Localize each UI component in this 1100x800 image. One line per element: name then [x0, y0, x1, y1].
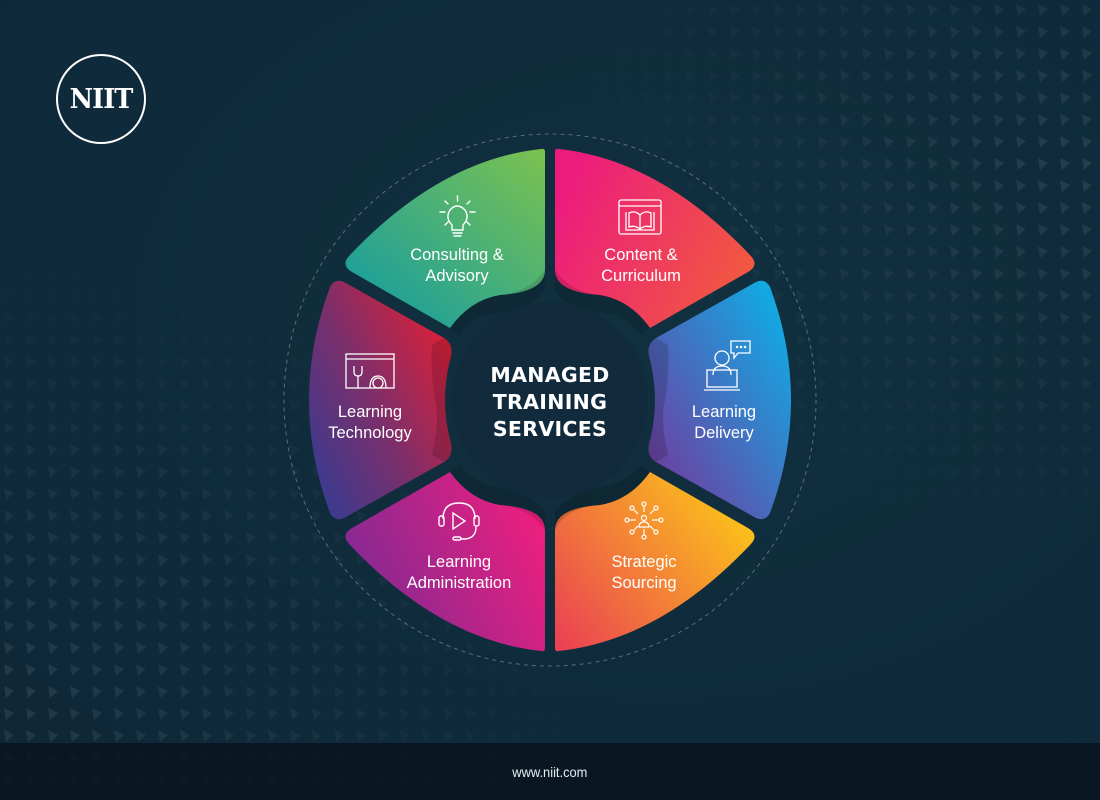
headset-play-icon [438, 502, 480, 541]
center-title: MANAGED TRAINING SERVICES [490, 362, 609, 443]
segment-label-learning-technology: Learning Technology [328, 402, 411, 444]
lightbulb-icon [439, 195, 476, 237]
network-person-icon [624, 501, 664, 540]
label-line: Strategic [611, 553, 677, 571]
label-line: Sourcing [611, 574, 677, 592]
label-line: Content & [604, 246, 678, 264]
dashed-outer-ring [283, 133, 817, 667]
label-line: Consulting & [410, 246, 504, 264]
segment-consulting-advisory[interactable] [345, 148, 545, 335]
segment-label-learning-delivery: Learning Delivery [692, 402, 756, 444]
logo-text: NIIT [69, 83, 134, 115]
segment-label-strategic-sourcing: Strategic Sourcing [611, 552, 676, 594]
instructor-laptop-chat-icon [704, 340, 751, 391]
label-line: Learning [426, 553, 492, 571]
segment-label-content-curriculum: Content & Curriculum [601, 245, 681, 287]
segment-learning-technology[interactable] [309, 280, 452, 520]
website-link[interactable]: www.niit.com [512, 763, 588, 780]
segment-strategic-sourcing[interactable] [555, 465, 755, 652]
center-hub [452, 302, 648, 498]
label-line: Administration [406, 574, 512, 592]
label-line: Learning [691, 403, 757, 421]
label-line: Learning [337, 403, 403, 421]
browser-tools-icon [345, 353, 395, 389]
label-line: Delivery [694, 424, 754, 442]
footer-bar: www.niit.com [0, 743, 1100, 800]
segment-learning-delivery[interactable] [648, 280, 791, 520]
title-line: SERVICES [492, 417, 608, 441]
niit-logo[interactable]: NIIT [56, 54, 146, 144]
segment-learning-administration[interactable] [345, 465, 545, 652]
segment-label-consulting-advisory: Consulting & Advisory [410, 245, 504, 287]
label-line: Technology [328, 424, 412, 442]
label-line: Curriculum [601, 267, 681, 285]
title-line: TRAINING [492, 390, 608, 414]
segment-label-learning-administration: Learning Administration [407, 552, 512, 594]
title-line: MANAGED [490, 363, 610, 387]
label-line: Advisory [425, 267, 489, 285]
segment-content-curriculum[interactable] [555, 148, 755, 335]
book-browser-icon [618, 199, 662, 235]
